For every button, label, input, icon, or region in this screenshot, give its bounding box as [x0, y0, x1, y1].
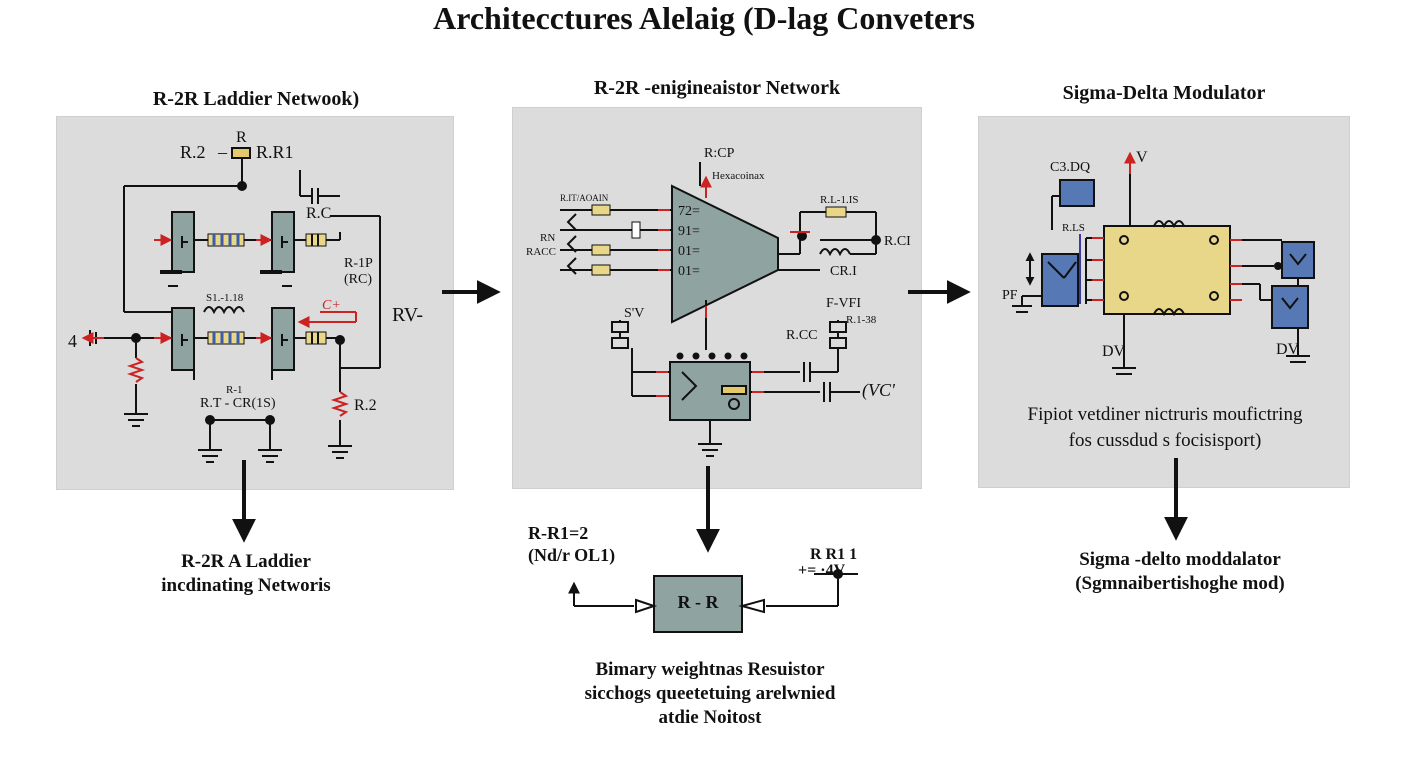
right-caption-line-2: (Sgmnaibertishoghe mod): [1075, 573, 1285, 594]
middle-label-crl: CR.I: [830, 264, 857, 279]
middle-label-vc: (VC': [862, 380, 895, 400]
middle-label-rcc: R.CC: [786, 328, 818, 343]
left-label-r2-bottom: R.2: [354, 397, 377, 414]
middle-opamp-circuit: [560, 162, 881, 444]
right-label-pf: PF: [1002, 288, 1018, 303]
middle-pin-01b: 01=: [678, 264, 700, 279]
left-label-c-arrow: C+: [322, 298, 341, 313]
left-label-rc: R.C: [306, 205, 332, 222]
middle-label-rci: R.CI: [884, 234, 911, 249]
middle-label-r1s: R.L-1.IS: [820, 194, 859, 206]
flow-arrows: [232, 280, 1188, 553]
middle-label-hex: Hexacoinax: [712, 170, 765, 182]
middle-pin-91: 91=: [678, 224, 700, 239]
left-caption-line-2: incdinating Networis: [161, 575, 331, 596]
left-panel: [56, 116, 454, 490]
left-label-s1: S1.-1.18: [206, 292, 244, 304]
left-label-r1: R-1: [226, 384, 243, 396]
middle-ground-symbol: [698, 443, 722, 457]
left-label-rv: RV-: [392, 304, 424, 326]
left-red-signals: [81, 234, 357, 417]
left-label-r2: R.2: [180, 142, 206, 162]
left-resistor-stripes: [207, 233, 327, 345]
left-label-rr1: R.R1: [256, 142, 294, 162]
middle-label-fvfi: F-VFI: [826, 296, 862, 311]
bottom-box-label: R - R: [677, 592, 719, 612]
right-sigma-delta-circuit: [1021, 160, 1315, 368]
left-caption: R-2R A Laddier incdinating Networis: [96, 550, 396, 598]
right-caption: Sigma -delto moddalator (Sgmnaibertishog…: [1020, 548, 1340, 596]
left-ground-symbols: [124, 413, 352, 463]
left-label-rc2: (RC): [344, 272, 372, 287]
left-label-r1p: R-1P: [344, 256, 373, 271]
middle-red-signals: [656, 175, 810, 397]
right-desc-line-2: fos cussdud s focisisport): [1068, 430, 1262, 451]
middle-caption: Bimary weightnas Resuistor sicchogs quee…: [540, 658, 880, 730]
right-label-c3dq: C3.DQ: [1050, 160, 1091, 175]
page-title: Architecctures Alelaig (D-lag Conveters: [433, 0, 975, 36]
right-label-v: V: [1136, 149, 1148, 166]
right-label-rls: R.LS: [1062, 222, 1085, 234]
left-label-rt: R.T - CR(1S): [200, 396, 276, 411]
right-panel-title: Sigma-Delta Modulator: [1062, 82, 1266, 104]
left-label-four: 4: [68, 331, 77, 351]
bottom-circuit: [568, 569, 858, 633]
middle-resistor-stripes: [591, 204, 847, 276]
left-ladder-circuit: [84, 147, 381, 450]
right-ground-symbols: [1012, 305, 1310, 375]
middle-label-r138: R.1-38: [846, 314, 877, 326]
right-desc-line-1: Fipiot vetdiner nictruris moufictring: [1027, 404, 1303, 425]
bottom-right-label: R R1 1: [810, 546, 858, 563]
middle-pin-72: 72=: [678, 204, 700, 219]
middle-label-rcp: R:CP: [704, 146, 735, 161]
right-label-dv-right: DV: [1276, 341, 1300, 358]
right-red-signals: [1092, 151, 1242, 301]
bottom-left-label: R-R1=2 (Nd/r OL1): [528, 522, 615, 566]
left-label-r-top: R: [236, 129, 247, 146]
middle-label-rn: RN: [540, 232, 556, 244]
middle-caption-line-1: Bimary weightnas Resuistor: [595, 659, 825, 680]
middle-label-sv: S'V: [624, 306, 645, 321]
middle-caption-line-2: sicchogs queetetuing arelwnied: [584, 683, 836, 704]
left-caption-line-1: R-2R A Laddier: [181, 551, 311, 572]
middle-caption-line-3: atdie Noitost: [658, 707, 762, 728]
left-panel-title: R-2R Laddier Netwook): [152, 88, 360, 110]
middle-label-racc: RACC: [526, 246, 556, 258]
right-panel-description: Fipiot vetdiner nictruris moufictring fo…: [980, 402, 1350, 454]
right-label-dv-left: DV: [1102, 343, 1126, 360]
right-caption-line-1: Sigma -delto moddalator: [1079, 549, 1281, 570]
bottom-left-label-line-1: R-R1=2: [528, 523, 589, 543]
bottom-right-value: += ·4V: [798, 562, 846, 579]
bottom-left-label-line-2: (Nd/r OL1): [528, 545, 616, 565]
middle-label-rt-small: R.IT/AOAIN: [560, 193, 609, 203]
middle-panel-title: R-2R -enigineaistor Network: [593, 77, 841, 99]
middle-pin-01a: 01=: [678, 244, 700, 259]
